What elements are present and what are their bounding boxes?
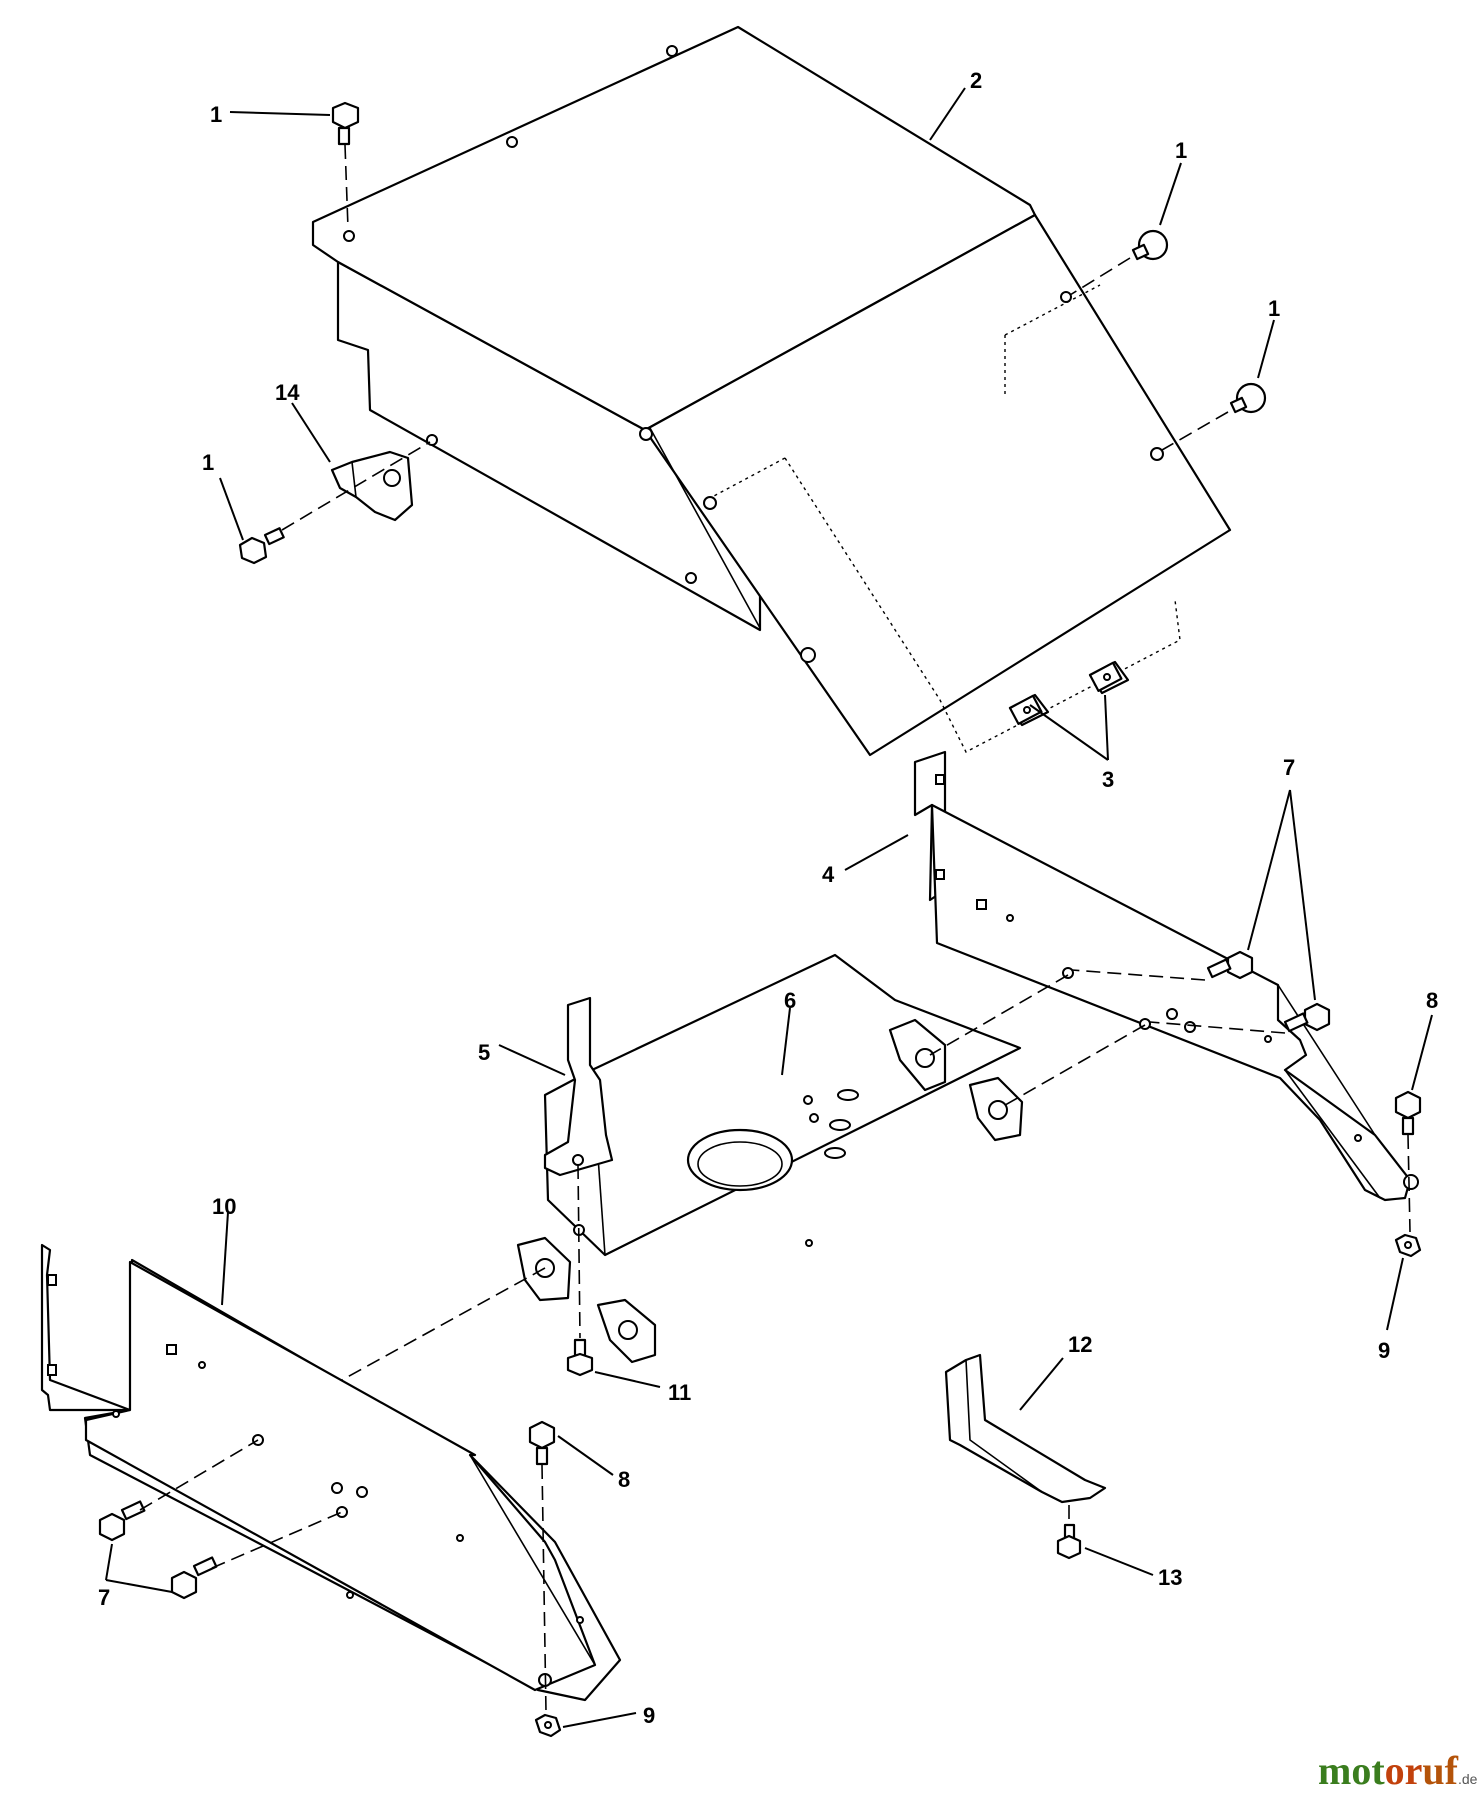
watermark-part-c: uf	[1422, 1748, 1458, 1793]
part-2-cover	[311, 25, 1232, 757]
callout-3-clip-nuts: 3	[1102, 767, 1114, 792]
callout-1-top-left: 1	[210, 102, 222, 127]
part-10-left-side-panel	[40, 1243, 622, 1702]
callout-9-right-nut: 9	[1378, 1338, 1390, 1363]
callout-10-left-panel: 10	[212, 1194, 236, 1219]
callout-11-bolt: 11	[668, 1380, 691, 1405]
callout-4-right-panel: 4	[822, 862, 835, 887]
watermark-tld: .de	[1458, 1771, 1478, 1787]
callout-6-center-bracket: 6	[784, 988, 796, 1013]
callout-5-strap-bracket: 5	[478, 1040, 490, 1065]
part-6-center-bracket	[516, 953, 1024, 1364]
watermark-part-a: mot	[1318, 1748, 1385, 1793]
callout-labels: 1 2 1 1 14 1 3 4 7 5 6 8 10 9 11 12 8 7 …	[98, 68, 1438, 1728]
callout-13-screw: 13	[1158, 1565, 1182, 1590]
alignment-lines	[139, 144, 1411, 1713]
callout-8-right-bolt: 8	[1426, 988, 1438, 1013]
callout-7-left-bolts: 7	[98, 1585, 110, 1610]
callout-9-left-nut: 9	[643, 1703, 655, 1728]
motoruf-watermark: motoruf.de	[1318, 1748, 1478, 1793]
callout-12-small-bracket: 12	[1068, 1332, 1092, 1357]
callout-2-cover: 2	[970, 68, 982, 93]
callout-7-right-bolts: 7	[1283, 755, 1295, 780]
part-14-cable-clamp	[330, 450, 414, 522]
callout-8-left-bolt: 8	[618, 1467, 630, 1492]
leader-lines	[105, 87, 1433, 1728]
callout-1-right-upper: 1	[1175, 138, 1187, 163]
svg-text:motoruf.de: motoruf.de	[1318, 1748, 1478, 1793]
part-3-clip-nuts	[1008, 660, 1130, 727]
callout-1-left: 1	[202, 450, 214, 475]
part-12-small-bracket	[944, 1353, 1107, 1504]
callout-1-right-lower: 1	[1268, 296, 1280, 321]
fasteners	[98, 101, 1422, 1738]
callout-14-clamp: 14	[275, 380, 300, 405]
watermark-part-b: or	[1385, 1748, 1423, 1793]
part-4-right-side-panel	[913, 750, 1419, 1202]
